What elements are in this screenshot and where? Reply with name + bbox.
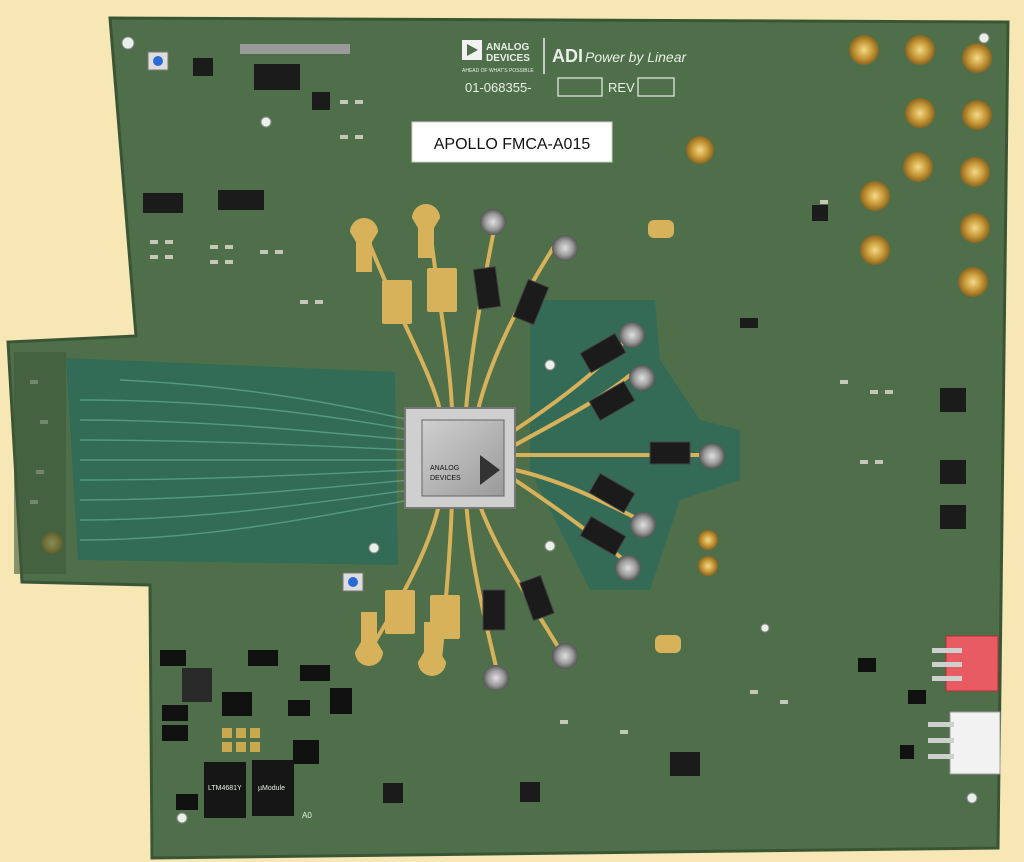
smp-connector [699,443,725,469]
baluns [472,266,691,631]
sma-connector [698,556,718,576]
module-text-2: µModule [258,785,285,792]
fmc-edge-area [14,352,66,574]
smp-connector [480,209,506,235]
smp-connector [629,365,655,391]
sma-connectors [41,35,992,576]
part-number-block: 01-068355- REV [465,77,675,97]
analog-devices-logo: ANALOG DEVICES AHEAD OF WHAT'S POSSIBLE … [462,38,688,74]
sma-connector [962,100,992,130]
logo-main-line2: DEVICES [486,53,530,64]
board-label-text: APOLLO FMCA-A015 [434,136,591,153]
sma-connector [860,235,890,265]
smp-connector [615,555,641,581]
logo-power-by-linear: Power by Linear [585,49,688,65]
sma-connector [860,181,890,211]
fanout-traces [79,379,411,541]
sma-connector [960,213,990,243]
smp-connector [619,322,645,348]
sma-connector [905,35,935,65]
analog-devices-logo-icon [480,455,500,485]
power-connectors [858,635,1001,775]
logo-tagline: AHEAD OF WHAT'S POSSIBLE [462,68,534,74]
power-module-2 [252,760,294,816]
test-pads [648,220,681,653]
board-label-sticker: APOLLO FMCA-A015 [411,121,613,163]
push-buttons [147,51,364,592]
rev-label: REV [608,80,635,95]
chip-marking-2: DEVICES [430,475,461,482]
sma-connector [905,98,935,128]
power-section: LTM4681Y µModule A0 [160,650,352,820]
smp-connector [483,665,509,691]
white-power-connector [949,711,1001,775]
sma-connector [686,136,714,164]
sma-connector [849,35,879,65]
logo-main-line1: ANALOG [486,42,530,53]
chip-marking-1: ANALOG [430,465,459,472]
module-text-1: LTM4681Y [208,785,242,792]
sma-connector [960,157,990,187]
sma-connector [903,152,933,182]
corner-mark: A0 [302,811,312,820]
logo-adi: ADI [552,46,583,66]
part-number: 01-068355- [465,80,532,95]
rf-pads-top [350,204,460,676]
right-ics [383,205,966,803]
mounting-holes [121,32,990,824]
sma-connector [958,267,988,297]
smp-connector [552,235,578,261]
smp-connector [552,643,578,669]
sma-connector [698,530,718,550]
top-left-ics [143,44,350,213]
smp-connector [630,512,656,538]
power-module-1 [204,762,246,818]
main-rf-asic: ANALOG DEVICES [404,407,516,509]
smp-connectors [480,209,725,691]
sma-connector [962,43,992,73]
